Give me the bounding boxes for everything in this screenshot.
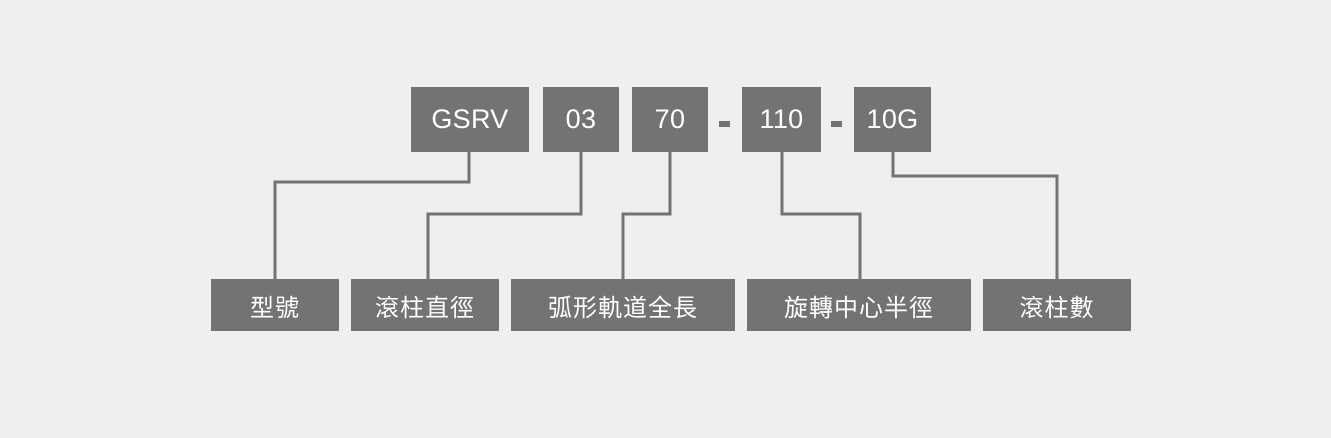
- connector-110-to-rotation-radius: [780, 152, 862, 279]
- connector-gsrv-to-model: [273, 152, 471, 279]
- label-rotation-radius: 旋轉中心半徑: [747, 279, 971, 331]
- label-roller-count: 滾柱數: [983, 279, 1131, 331]
- code-segment-rotation-radius: 110: [742, 87, 821, 152]
- connector-10g-to-roller-count: [891, 152, 1059, 279]
- code-segment-roller-diameter: 03: [543, 87, 619, 152]
- label-rail-length: 弧形軌道全長: [511, 279, 735, 331]
- code-segment-model: GSRV: [411, 87, 529, 152]
- connector-70-to-rail-length: [621, 152, 672, 279]
- label-roller-diameter: 滾柱直徑: [351, 279, 499, 331]
- separator-dash-1: [719, 121, 730, 127]
- connector-03-to-roller-diameter: [426, 152, 583, 279]
- code-segment-roller-count: 10G: [854, 87, 931, 152]
- code-segment-rail-length: 70: [632, 87, 708, 152]
- separator-dash-2: [831, 121, 842, 127]
- label-model: 型號: [211, 279, 339, 331]
